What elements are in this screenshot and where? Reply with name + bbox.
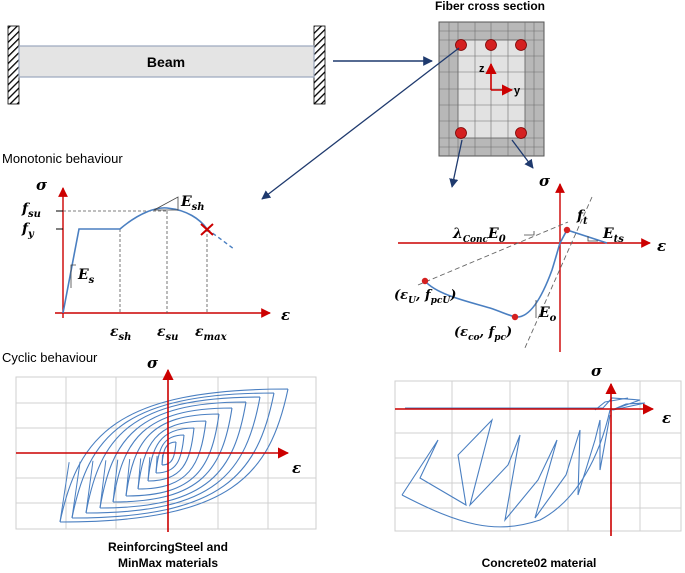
esh-slope-triangle [153,196,179,211]
beam-diagram: Beam [7,25,326,105]
fy-label: fy [21,221,35,240]
section-to-concrete-arrow-2 [511,139,534,169]
peak-point-marker [511,313,519,321]
cyclic-concrete-loops [401,397,646,528]
rupture-x-icon [200,223,214,236]
esh-label: Esh [180,194,205,213]
rebar-circle [515,127,527,139]
cyclic-steel-loops [59,388,289,523]
cyclic-title: Cyclic behaviour [2,350,98,365]
section-to-concrete-arrow-1 [449,139,463,188]
cyclic-steel-strain-label: ε [292,459,301,477]
hysteresis-loop [85,396,261,514]
y-axis-label: y [514,85,521,97]
concrete-stress-label: σ [539,172,551,190]
rebar-group [455,39,527,139]
fsu-label: fsu [21,201,41,220]
monotonic-title: Monotonic behaviour [2,151,123,166]
ultimate-point-label: (εU, fpcU) [394,288,456,306]
hysteresis-loop [59,388,289,523]
unloading-branch [155,455,158,474]
rebar-circle [455,127,467,139]
beam-label: Beam [147,54,185,70]
ets-label: Ets [602,226,624,245]
unloading-branch [112,459,119,503]
eps-sh-label: εsh [110,324,131,343]
hysteresis-loop [112,407,233,503]
unloading-branch [161,454,164,466]
ultimate-point-marker [421,277,429,285]
connector-arrows [261,47,534,200]
lambda-e0-label: λConcE0 [452,226,506,245]
steel-monotonic-chart: σ ε fsu fy Es Esh εsh εsu εmax [21,176,290,343]
cyclic-concrete-chart: σ ε [394,362,682,536]
lambda-slope-mark [524,231,535,236]
left-support [7,25,20,105]
tension-peak-marker [563,226,571,234]
z-axis-label: z [479,63,485,75]
steel-strain-label: ε [281,306,290,324]
unloading-branch [59,462,70,523]
right-support [313,25,326,105]
e0-tangent-line [523,196,593,351]
steel-curve [62,207,208,314]
eps-max-label: εmax [195,324,228,343]
cyclic-steel-stress-label: σ [147,354,159,372]
ft-label: ft [576,208,588,227]
unloading-branch [99,460,107,509]
steel-materials-caption-1: ReinforcingSteel and [108,540,228,554]
unloading-branch [137,458,142,490]
concrete-strain-label: ε [657,237,666,255]
concrete-material-caption: Concrete02 material [482,556,597,570]
steel-materials-caption-2: MinMax materials [118,556,218,570]
hysteresis-loop [99,401,247,509]
unloading-branch [85,460,94,514]
hysteresis-loop [71,392,275,519]
steel-stress-label: σ [36,176,48,194]
rebar-circle [515,39,527,51]
fiber-section-title: Fiber cross section [435,0,545,13]
peak-point-label: (εco, fpc) [454,325,512,343]
unloading-branch [125,459,131,497]
cyclic-concrete-stress-label: σ [591,362,603,380]
es-label: Es [77,267,95,286]
hysteresis-loop [125,413,220,497]
rebar-circle [485,39,497,51]
ets-slope-mark [587,236,598,242]
beam-body [18,45,315,78]
eo-label: Eo [538,305,557,324]
eps-su-label: εsu [157,324,178,343]
lambda-e0-line [417,221,569,286]
hysteresis-loop [137,420,207,490]
rebar-to-steel-arrow [261,47,460,200]
unloading-branch [147,457,151,482]
cyclic-concrete-strain-label: ε [662,409,671,427]
es-slope-triangle [70,264,76,288]
steel-post-peak [206,228,235,250]
cyclic-steel-chart: σ ε [15,354,317,532]
rebar-circle [455,39,467,51]
concrete-monotonic-chart: σ ε ft Ets λConcE0 (εU, fpcU) (εco, fpc)… [394,172,666,352]
fiber-cross-section: z y [438,21,545,157]
unloading-branch [71,461,81,519]
